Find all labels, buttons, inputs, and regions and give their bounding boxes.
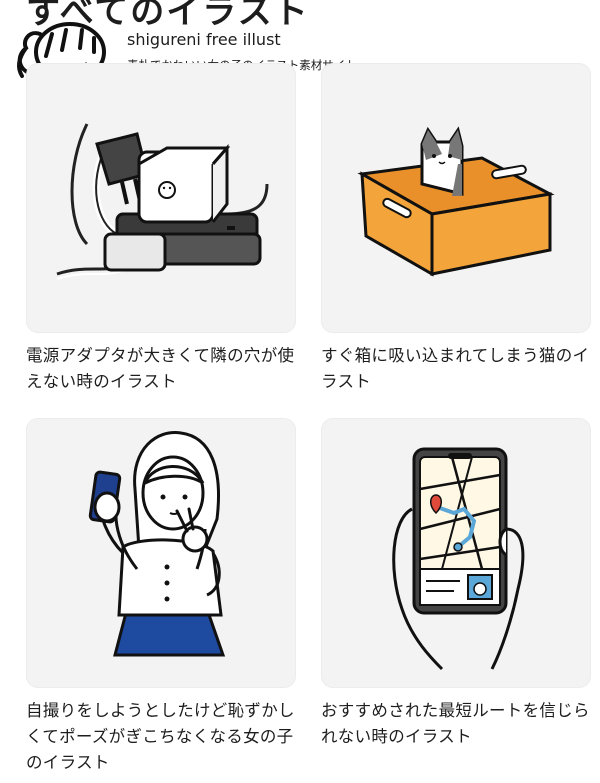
girl-selfie-illustration-icon [88,431,226,657]
phone-map-illustration-icon [392,447,525,671]
card-title[interactable]: すぐ箱に吸い込まれてしまう猫のイラスト [321,346,590,391]
power-adapter-illustration-icon [56,123,269,280]
illustration-card[interactable]: おすすめされた最短ルートを信じられない時のイラスト [321,418,591,750]
illustration-card[interactable]: 電源アダプタが大きくて隣の穴が使えない時のイラスト [26,63,296,395]
card-thumbnail[interactable] [26,63,296,333]
illustration-card[interactable]: 自撮りをしようとしたけど恥ずかしくてポーズがぎこちなくなる女の子のイラスト [26,418,296,776]
card-thumbnail[interactable] [26,418,296,688]
card-title[interactable]: おすすめされた最短ルートを信じられない時のイラスト [321,701,590,746]
card-thumbnail[interactable] [321,418,591,688]
site-name[interactable]: shigureni free illust [127,30,281,49]
card-title[interactable]: 自撮りをしようとしたけど恥ずかしくてポーズがぎこちなくなる女の子のイラスト [26,701,295,772]
cat-in-box-illustration-icon [357,126,555,277]
card-thumbnail[interactable] [321,63,591,333]
illustration-card[interactable]: すぐ箱に吸い込まれてしまう猫のイラスト [321,63,591,395]
card-title[interactable]: 電源アダプタが大きくて隣の穴が使えない時のイラスト [26,346,295,391]
